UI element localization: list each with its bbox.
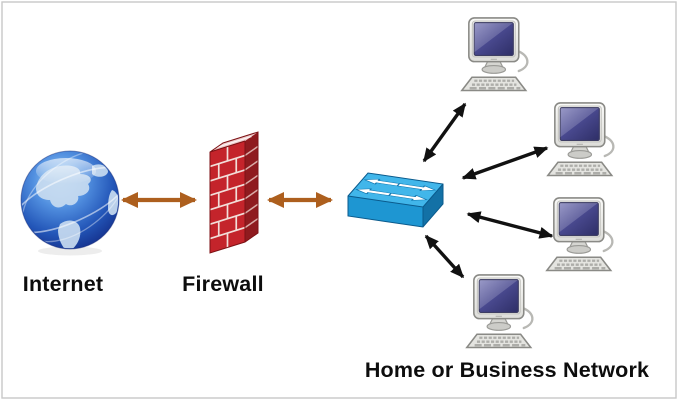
switch-side-face xyxy=(423,184,443,227)
connector-switch-pc3 xyxy=(466,211,554,239)
firewall-label: Firewall xyxy=(182,272,264,296)
desktop-computer-icon-2 xyxy=(546,101,615,177)
network-label: Home or Business Network xyxy=(365,358,649,382)
connector-switch-pc4 xyxy=(424,234,465,279)
brick-wall-icon xyxy=(209,131,259,254)
switch-outline xyxy=(347,172,444,228)
desktop-computer-icon-4 xyxy=(465,273,534,349)
network-switch-icon xyxy=(347,172,444,228)
lan-connectors xyxy=(422,102,554,279)
switch-front-face xyxy=(348,196,423,227)
firewall-outline xyxy=(209,131,259,254)
brick-mortar-lines xyxy=(209,146,246,248)
brick-side-mortar-lines xyxy=(244,145,259,229)
desktop-computer-icon-1 xyxy=(460,16,529,92)
internet-label: Internet xyxy=(23,272,103,296)
globe-gloss xyxy=(36,158,96,184)
connector-switch-pc2 xyxy=(461,146,549,180)
connector-switch-pc1 xyxy=(422,102,467,163)
switch-traffic-arrows xyxy=(355,178,436,201)
desktop-computer-icon-3 xyxy=(545,196,614,272)
globe-shadow xyxy=(38,246,102,256)
firewall-side-face xyxy=(245,132,258,242)
globe-icon xyxy=(20,150,120,256)
